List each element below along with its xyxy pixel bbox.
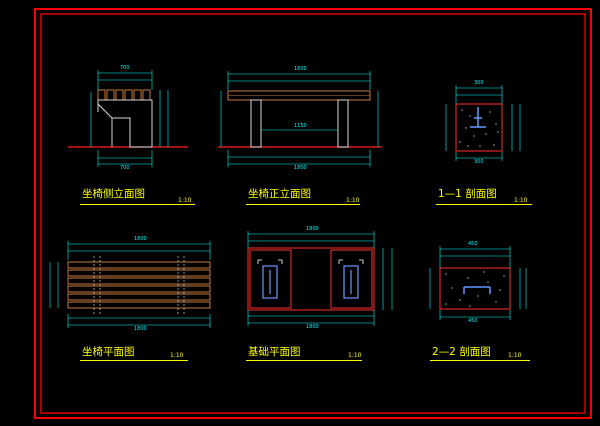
- section1-top-dim: 300: [474, 80, 484, 86]
- inner-frame: [40, 13, 586, 414]
- front-elevation-view: [218, 71, 382, 167]
- plan-title: 坐椅平面图: [82, 346, 135, 358]
- side-elevation-view: [68, 70, 188, 167]
- plan-bottom-dim: 1800: [134, 326, 147, 332]
- plan-scale: 1:10: [170, 352, 184, 359]
- front-elevation-underline: [246, 204, 360, 206]
- plan-top-dim: 1800: [134, 236, 147, 242]
- side-top-dim: 700: [120, 65, 130, 71]
- plan-underline: [80, 360, 188, 362]
- front-elevation-scale: 1:10: [346, 197, 360, 204]
- section1-bottom-dim: 300: [474, 159, 484, 165]
- section-2-scale: 1:10: [508, 352, 522, 359]
- front-top-dim: 1800: [294, 66, 307, 72]
- side-elevation-underline: [80, 204, 195, 206]
- section-1-title: 1—1 剖面图: [438, 188, 497, 200]
- section-1-scale: 1:10: [514, 197, 528, 204]
- foundation-plan-scale: 1:10: [348, 352, 362, 359]
- section2-bottom-dim: 450: [468, 318, 478, 324]
- front-bottom-dim: 1800: [294, 165, 307, 171]
- foundation-plan-title: 基础平面图: [248, 346, 301, 358]
- side-elevation-scale: 1:10: [178, 197, 192, 204]
- foundation-plan-underline: [246, 360, 362, 362]
- section2-top-dim: 450: [468, 241, 478, 247]
- section-1-underline: [436, 204, 532, 206]
- side-bottom-dim: 700: [120, 165, 130, 171]
- front-mid-dim: 1150: [294, 123, 307, 129]
- side-elevation-title: 坐椅侧立面图: [82, 188, 145, 200]
- section-2-underline: [430, 360, 530, 362]
- foundation-top-dim: 1800: [306, 226, 319, 232]
- foundation-plan-view: [247, 231, 393, 326]
- outer-frame: [34, 8, 592, 419]
- foundation-bottom-dim: 1800: [306, 324, 319, 330]
- plan-view: [49, 241, 211, 328]
- section-2-title: 2—2 剖面图: [432, 346, 491, 358]
- section-2-view: [429, 246, 527, 320]
- section-1-view: [445, 85, 521, 161]
- front-elevation-title: 坐椅正立面图: [248, 188, 311, 200]
